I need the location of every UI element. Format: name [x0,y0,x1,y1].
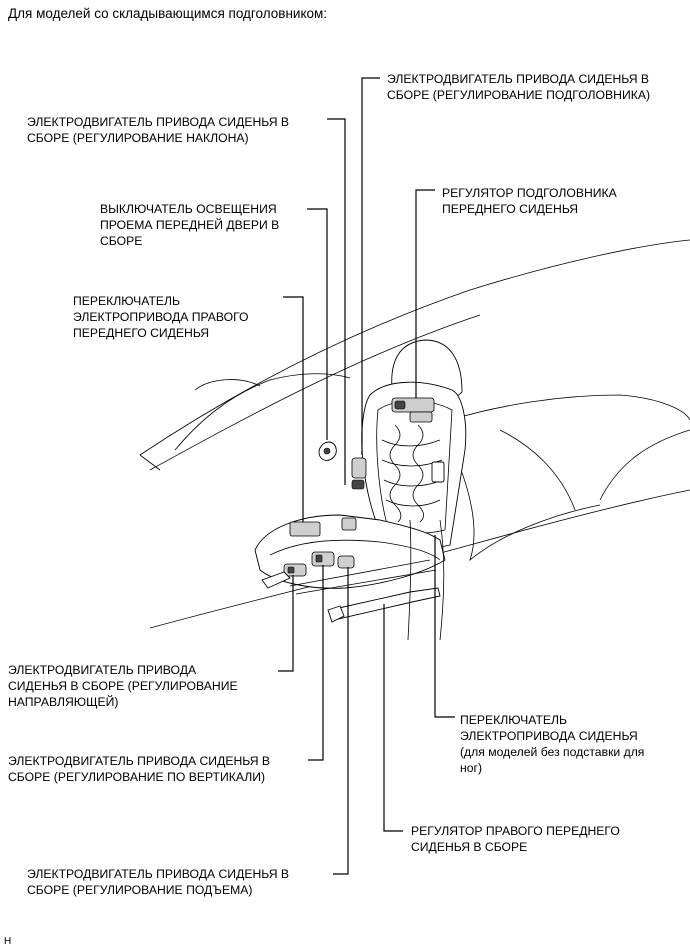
door-light-switch-part [318,441,337,461]
label-headrest-regulator: РЕГУЛЯТОР ПОДГОЛОВНИКА ПЕРЕДНЕГО СИДЕНЬЯ [442,185,617,217]
label-vertical-motor-line-1: ЭЛЕКТРОДВИГАТЕЛЬ ПРИВОДА СИДЕНЬЯ В [8,754,271,768]
headrest-motor [391,397,435,423]
side-module [431,461,445,483]
leader-seat-switch [434,535,455,718]
label-door-light-switch-line-3: СБОРЕ [100,234,143,248]
label-vertical-motor-line-2: СБОРЕ (РЕГУЛИРОВАНИЕ ПО ВЕРТИКАЛИ) [8,770,266,784]
leader-lifter-motor [333,567,349,875]
label-headrest-regulator-line-2: ПЕРЕДНЕГО СИДЕНЬЯ [442,202,579,216]
label-recline-motor: ЭЛЕКТРОДВИГАТЕЛЬ ПРИВОДА СИДЕНЬЯ В СБОРЕ… [27,114,289,146]
slide-motor-part [283,563,307,577]
label-vertical-motor: ЭЛЕКТРОДВИГАТЕЛЬ ПРИВОДА СИДЕНЬЯ В СБОРЕ… [8,753,270,785]
label-recline-motor-line-2: СБОРЕ (РЕГУЛИРОВАНИЕ НАКЛОНА) [27,131,249,145]
leader-slide-motor [278,575,294,672]
vertical-motor-part [311,551,335,567]
label-headrest-motor: ЭЛЕКТРОДВИГАТЕЛЬ ПРИВОДА СИДЕНЬЯ В СБОРЕ… [387,71,650,103]
lifter-motor-part [337,555,355,569]
label-slide-motor-line-3: НАПРАВЛЯЮЩЕЙ) [8,695,119,709]
label-seat-switch-line-4: ног) [460,761,483,775]
leader-recline-motor [327,118,346,485]
label-right-front-seat-switch: ПЕРЕКЛЮЧАТЕЛЬ ЭЛЕКТРОПРИВОДА ПРАВОГО ПЕР… [73,293,249,341]
leader-right-front-seat-adjuster [383,604,403,832]
label-lifter-motor-line-1: ЭЛЕКТРОДВИГАТЕЛЬ ПРИВОДА СИДЕНЬЯ В [27,867,290,881]
figure-code: H [4,934,11,950]
label-slide-motor-line-1: ЭЛЕКТРОДВИГАТЕЛЬ ПРИВОДА [8,663,197,677]
label-seat-switch-line-3: (для моделей без подставки для [460,745,645,759]
label-right-front-seat-switch-line-2: ЭЛЕКТРОПРИВОДА ПРАВОГО [73,310,249,324]
vehicle-body-outline [139,239,690,629]
leader-vertical-motor [308,565,324,761]
label-slide-motor-line-2: СИДЕНЬЯ В СБОРЕ (РЕГУЛИРОВАНИЕ [8,679,238,693]
label-headrest-motor-line-1: ЭЛЕКТРОДВИГАТЕЛЬ ПРИВОДА СИДЕНЬЯ В [387,72,650,86]
label-recline-motor-line-1: ЭЛЕКТРОДВИГАТЕЛЬ ПРИВОДА СИДЕНЬЯ В [27,115,290,129]
label-seat-switch: ПЕРЕКЛЮЧАТЕЛЬ ЭЛЕКТРОПРИВОДА СИДЕНЬЯ (дл… [460,712,644,776]
wire-harness [407,519,445,641]
page-title-text: Для моделей со складывающимся подголовни… [8,6,328,21]
label-right-front-seat-adjuster: РЕГУЛЯТОР ПРАВОГО ПЕРЕДНЕГО СИДЕНЬЯ В СБ… [411,823,620,855]
label-door-light-switch-line-1: ВЫКЛЮЧАТЕЛЬ ОСВЕЩЕНИЯ [100,202,277,216]
figure-code-text: H [4,936,12,947]
label-slide-motor: ЭЛЕКТРОДВИГАТЕЛЬ ПРИВОДА СИДЕНЬЯ В СБОРЕ… [8,662,238,710]
label-lifter-motor: ЭЛЕКТРОДВИГАТЕЛЬ ПРИВОДА СИДЕНЬЯ В СБОРЕ… [27,866,289,898]
label-headrest-regulator-line-1: РЕГУЛЯТОР ПОДГОЛОВНИКА [442,186,617,200]
label-door-light-switch: ВЫКЛЮЧАТЕЛЬ ОСВЕЩЕНИЯ ПРОЕМА ПЕРЕДНЕЙ ДВ… [100,201,279,249]
seat-rails [261,559,441,623]
leader-headrest-motor [361,77,380,455]
label-seat-switch-line-1: ПЕРЕКЛЮЧАТЕЛЬ [460,713,568,727]
leader-lines [278,77,455,875]
label-door-light-switch-line-2: ПРОЕМА ПЕРЕДНЕЙ ДВЕРИ В [100,218,280,232]
label-headrest-motor-line-2: СБОРЕ (РЕГУЛИРОВАНИЕ ПОДГОЛОВНИКА) [387,88,651,102]
label-right-front-seat-adjuster-line-2: СИДЕНЬЯ В СБОРЕ [411,840,528,854]
label-seat-switch-line-2: ЭЛЕКТРОПРИВОДА СИДЕНЬЯ [460,729,638,743]
label-right-front-seat-switch-line-3: ПЕРЕДНЕГО СИДЕНЬЯ [73,326,210,340]
label-lifter-motor-line-2: СБОРЕ (РЕГУЛИРОВАНИЕ ПОДЪЕМА) [27,883,253,897]
leader-headrest-regulator [415,189,435,398]
leader-door-light-switch [307,208,328,440]
label-right-front-seat-switch-line-1: ПЕРЕКЛЮЧАТЕЛЬ [73,294,181,308]
page-title: Для моделей со складывающимся подголовни… [8,6,327,22]
recline-motor [351,457,367,490]
label-right-front-seat-adjuster-line-1: РЕГУЛЯТОР ПРАВОГО ПЕРЕДНЕГО [411,824,620,838]
leader-right-front-seat-switch [283,296,304,522]
